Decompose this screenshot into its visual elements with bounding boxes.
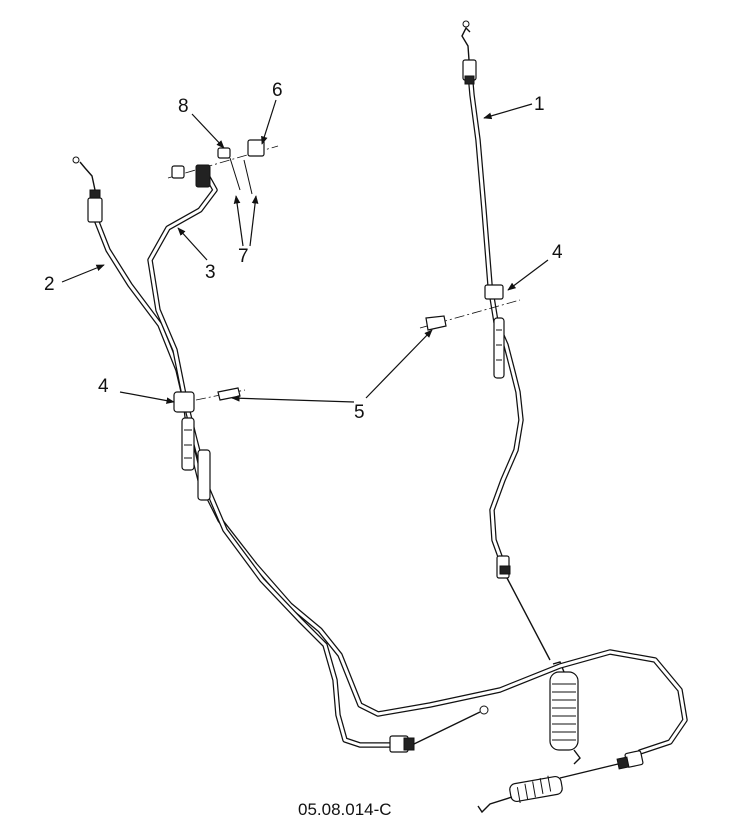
callout-1: 1 bbox=[534, 94, 545, 115]
clamp-left bbox=[173, 391, 211, 501]
leader-lines bbox=[61, 99, 549, 404]
handle-bracket bbox=[167, 139, 279, 195]
callout-6: 6 bbox=[272, 80, 283, 101]
callout-4-right: 4 bbox=[552, 242, 563, 263]
callout-2: 2 bbox=[44, 274, 55, 295]
callout-5: 5 bbox=[354, 402, 365, 423]
figure-id: 05.08.014-C bbox=[298, 800, 392, 819]
fastener-5b bbox=[419, 299, 521, 331]
callout-4-left: 4 bbox=[98, 376, 109, 397]
callout-8: 8 bbox=[178, 96, 189, 117]
cable-2 bbox=[72, 156, 688, 770]
callout-7: 7 bbox=[238, 246, 249, 267]
extension-spring-right bbox=[549, 661, 581, 765]
cable-1 bbox=[461, 20, 551, 661]
extension-spring-lower bbox=[477, 763, 619, 814]
callout-3: 3 bbox=[205, 262, 216, 283]
